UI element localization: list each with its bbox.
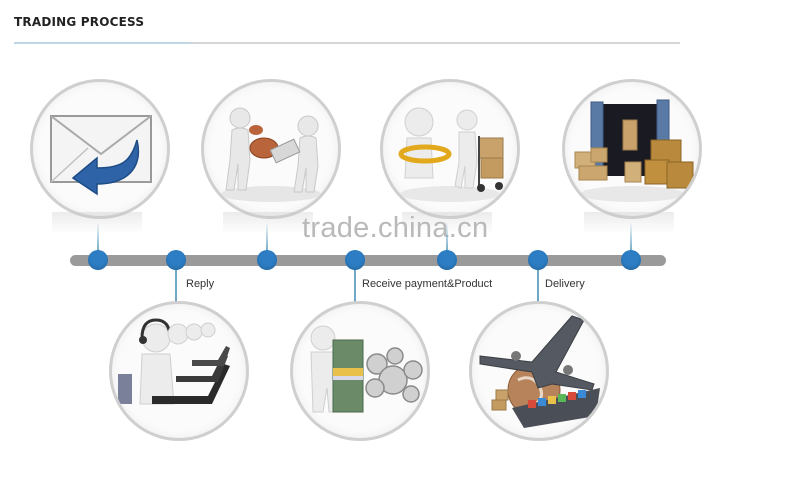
timeline-node	[345, 250, 365, 270]
timeline-node	[528, 250, 548, 270]
timeline-node	[621, 250, 641, 270]
step-payment-circle	[290, 301, 430, 441]
step-inquiry-circle	[30, 79, 170, 219]
step-inspection-circle	[380, 79, 520, 219]
page-title: TRADING PROCESS	[14, 15, 145, 29]
step-delivery-circle	[469, 301, 609, 441]
timeline-node	[166, 250, 186, 270]
connector-stem	[537, 268, 539, 312]
title-divider	[14, 42, 680, 44]
timeline-node	[88, 250, 108, 270]
connector-stem	[630, 222, 632, 252]
money-gears-icon	[310, 325, 423, 413]
label-reply: Reply	[186, 278, 215, 290]
watermark: trade.china.cn	[302, 212, 489, 244]
connector-stem	[97, 222, 99, 252]
envelope-reply-icon	[50, 115, 152, 196]
contract-stamp-icon	[221, 107, 321, 202]
container-loading-icon	[574, 99, 694, 202]
timeline-node	[257, 250, 277, 270]
connector-stem	[354, 268, 356, 312]
timeline-bar	[70, 255, 666, 266]
reflection	[223, 212, 313, 234]
connector-stem	[175, 268, 177, 312]
inspection-cart-icon	[398, 107, 504, 202]
step-container-circle	[562, 79, 702, 219]
plane-ship-globe-icon	[479, 315, 600, 428]
customer-service-icon	[118, 318, 230, 405]
label-receive-payment: Receive payment&Product	[362, 278, 493, 290]
timeline-node	[437, 250, 457, 270]
connector-stem	[446, 222, 448, 252]
step-contract-circle	[201, 79, 341, 219]
connector-stem	[266, 222, 268, 252]
step-reply-circle	[109, 301, 249, 441]
reflection	[584, 212, 674, 234]
label-delivery: Delivery	[545, 278, 585, 290]
